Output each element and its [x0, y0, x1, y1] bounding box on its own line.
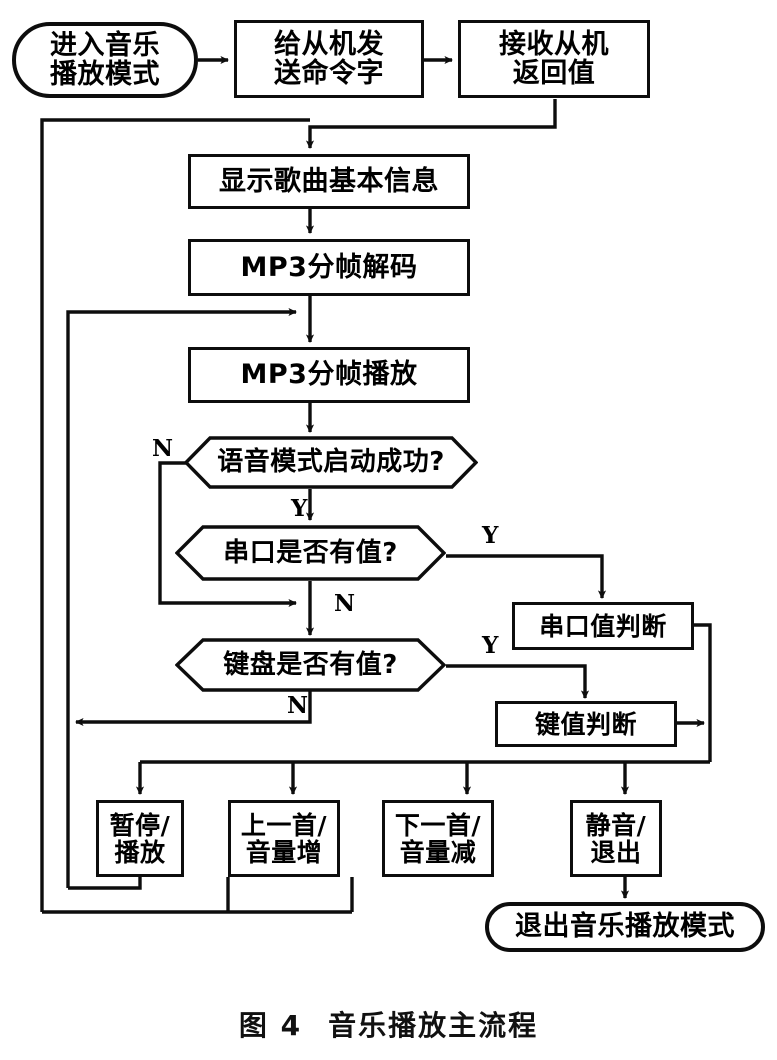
node-start-label: 进入音乐 播放模式: [50, 29, 160, 90]
branch-label-voice-yes: Y: [291, 495, 308, 522]
node-receive-return-value-label: 接收从机 返回值: [499, 28, 609, 89]
node-action-prev-volume-up[interactable]: 上一首/ 音量增: [228, 800, 340, 877]
node-action-pause-play[interactable]: 暂停/ 播放: [96, 800, 184, 877]
node-exit-music-mode-label: 退出音乐播放模式: [515, 911, 735, 943]
branch-label-serial-no: N: [334, 590, 356, 617]
node-decision-voice-mode-started[interactable]: 语音模式启动成功?: [184, 436, 478, 489]
node-show-song-info[interactable]: 显示歌曲基本信息: [188, 154, 470, 209]
node-action-next-volume-down[interactable]: 下一首/ 音量减: [382, 800, 494, 877]
figure-caption-title: 音乐播放主流程: [328, 1009, 539, 1042]
branch-label-keyboard-no: N: [287, 692, 309, 719]
node-decision-keyboard-has-value[interactable]: 键盘是否有值?: [175, 638, 446, 692]
branch-label-keyboard-yes: Y: [482, 632, 499, 659]
figure-caption: 图 4 音乐播放主流程: [0, 1004, 777, 1044]
node-mp3-frame-play-label: MP3分帧播放: [240, 359, 418, 391]
node-receive-return-value[interactable]: 接收从机 返回值: [458, 20, 650, 98]
node-send-command-word-label: 给从机发 送命令字: [274, 28, 384, 89]
node-action-prev-volume-up-label: 上一首/ 音量增: [240, 810, 328, 867]
node-action-mute-exit[interactable]: 静音/ 退出: [570, 800, 662, 877]
node-mp3-frame-decode-label: MP3分帧解码: [240, 251, 418, 283]
node-key-value-judge-label: 键值判断: [534, 709, 637, 739]
node-show-song-info-label: 显示歌曲基本信息: [219, 165, 439, 197]
node-action-mute-exit-label: 静音/ 退出: [585, 810, 647, 867]
node-exit-music-mode[interactable]: 退出音乐播放模式: [485, 902, 765, 952]
branch-label-voice-no: N: [152, 435, 174, 462]
node-mp3-frame-decode[interactable]: MP3分帧解码: [188, 239, 470, 296]
node-send-command-word[interactable]: 给从机发 送命令字: [234, 20, 424, 98]
node-key-value-judge[interactable]: 键值判断: [495, 701, 677, 747]
node-serial-value-judge-label: 串口值判断: [539, 611, 667, 641]
node-decision-keyboard-has-value-label: 键盘是否有值?: [223, 649, 398, 680]
node-serial-value-judge[interactable]: 串口值判断: [512, 602, 694, 650]
figure-caption-number: 图 4: [238, 1009, 303, 1042]
branch-label-serial-yes: Y: [482, 522, 499, 549]
node-decision-serial-has-value-label: 串口是否有值?: [223, 537, 398, 568]
node-mp3-frame-play[interactable]: MP3分帧播放: [188, 347, 470, 403]
node-decision-voice-mode-started-label: 语音模式启动成功?: [217, 447, 445, 478]
node-start-enter-music-mode[interactable]: 进入音乐 播放模式: [12, 22, 198, 98]
node-action-next-volume-down-label: 下一首/ 音量减: [394, 810, 482, 867]
node-decision-serial-has-value[interactable]: 串口是否有值?: [175, 525, 446, 581]
node-action-pause-play-label: 暂停/ 播放: [109, 810, 171, 867]
